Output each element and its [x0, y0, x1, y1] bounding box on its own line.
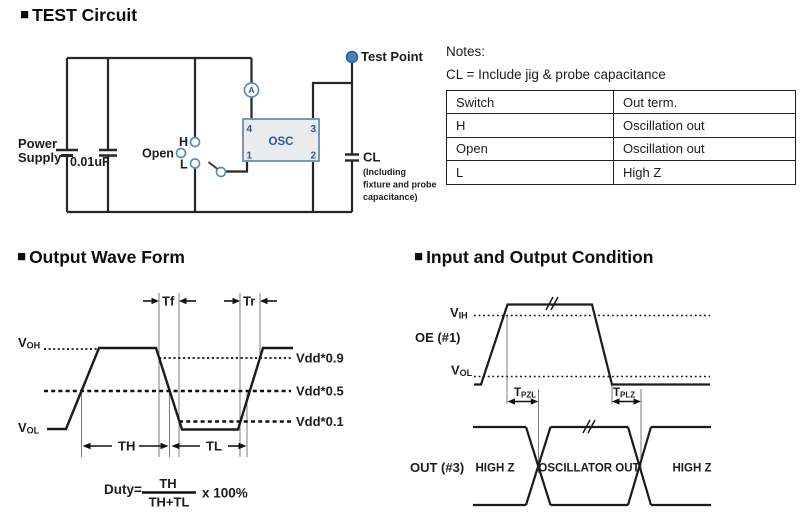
circuit-wires	[65, 56, 354, 214]
black-square-icon: ■	[20, 6, 30, 23]
notes-title: Notes:	[446, 44, 486, 59]
voh-label: VOH	[18, 335, 40, 351]
switch-contact-h	[189, 136, 201, 148]
out-bus-waveform	[473, 425, 711, 507]
cl-note-2: fixture and probe	[363, 180, 437, 190]
switch-blade	[207, 161, 218, 170]
osc-block	[242, 118, 320, 162]
section-title-text: Output Wave Form	[29, 247, 185, 267]
tpzl-arrow	[507, 398, 539, 405]
highz-left-label: HIGH Z	[476, 463, 515, 475]
vol-label: VOL	[451, 363, 473, 379]
header-switch: Switch	[446, 89, 614, 115]
black-square-icon: ■	[414, 248, 424, 265]
switch-pole	[215, 166, 227, 178]
notes-block: Notes: CL = Include jig & probe capacita…	[446, 43, 796, 185]
table-header-row: Switch Out term.	[446, 89, 796, 115]
duty-numerator: TH	[159, 476, 176, 491]
switch-contact-open	[175, 147, 187, 159]
cap-value-label: 0.01uF	[70, 155, 110, 169]
duty-prefix: Duty=	[104, 482, 142, 497]
vdd05-label: Vdd*0.5	[296, 384, 344, 399]
io-condition-diagram: TPZL TPLZ VIH VOL OE (#1) OUT (#3) HIGH …	[410, 296, 712, 507]
switch-l-label: L	[180, 158, 188, 172]
section-title-text: TEST Circuit	[32, 5, 138, 25]
vdd01-label: Vdd*0.1	[296, 414, 344, 429]
pin-4: 4	[247, 124, 253, 135]
oscillator-out-label: OSCILLATOR OUT	[538, 463, 639, 475]
notes-cl-line: CL = Include jig & probe capacitance	[446, 67, 666, 82]
vdd09-label: Vdd*0.9	[296, 351, 344, 366]
pin-2: 2	[310, 151, 316, 162]
ammeter-icon	[243, 82, 260, 98]
power-supply-label-1: Power	[18, 136, 57, 151]
oe-waveform-trace	[474, 303, 710, 386]
power-supply-symbol	[56, 148, 78, 157]
switch-contact-l	[189, 158, 201, 169]
power-supply-label-2: Supply	[18, 150, 62, 165]
vol-label: VOL	[18, 420, 40, 436]
switch-contacts	[175, 136, 227, 178]
test-point-label: Test Point	[361, 49, 424, 64]
output-waveform-diagram: Tf Tr TH TL VOH VOL Vdd*0.9 Vdd*0.5 Vdd*…	[18, 293, 344, 510]
duty-denominator: TH+TL	[149, 495, 190, 510]
test-circuit-diagram: A OSC 4 3 1 2 Test Point Power Supply 0.…	[18, 49, 437, 214]
cl-label: CL	[363, 150, 380, 165]
section-title-output-wave: ■ Output Wave Form	[17, 247, 185, 268]
bypass-capacitor-symbol	[99, 148, 117, 157]
th-label: TH	[118, 439, 135, 454]
table-row: L High Z	[446, 160, 796, 185]
test-point-dot	[345, 50, 359, 64]
pin-3: 3	[310, 124, 316, 135]
tl-label: TL	[206, 439, 222, 454]
oe-signal-label: OE (#1)	[415, 330, 461, 345]
switch-table: Switch Out term. H Oscillation out Open …	[446, 89, 796, 185]
black-square-icon: ■	[17, 248, 27, 265]
output-waveform-trace	[47, 346, 293, 431]
th-tl-arrows	[82, 442, 247, 450]
tplz-arrow	[612, 398, 641, 405]
tf-tr-arrows	[143, 297, 277, 305]
section-title-text: Input and Output Condition	[426, 247, 654, 267]
table-row: H Oscillation out	[446, 113, 796, 138]
tf-label: Tf	[162, 294, 175, 309]
cl-note-3: capacitance)	[363, 192, 418, 202]
tpzl-label: TPZL	[514, 387, 536, 400]
break-mark-out	[582, 419, 596, 434]
break-mark-oe	[545, 296, 559, 311]
cl-note-1: (Including	[363, 167, 406, 177]
vih-label: VIH	[450, 305, 468, 321]
tr-label: Tr	[243, 294, 255, 309]
tplz-label: TPLZ	[613, 387, 635, 400]
table-row: Open Oscillation out	[446, 136, 796, 162]
duty-formula: Duty= TH TH+TL x 100%	[104, 476, 248, 510]
pin-1: 1	[247, 151, 253, 162]
section-title-io-condition: ■ Input and Output Condition	[414, 247, 654, 268]
cl-capacitor-symbol	[345, 153, 359, 162]
osc-label: OSC	[269, 136, 294, 148]
out-signal-label: OUT (#3)	[410, 460, 464, 475]
section-title-test-circuit: ■ TEST Circuit	[20, 5, 137, 26]
switch-h-label: H	[179, 135, 188, 149]
switch-open-label: Open	[142, 147, 174, 161]
header-out-term: Out term.	[613, 89, 796, 115]
highz-right-label: HIGH Z	[673, 463, 712, 475]
guide-lines	[81, 293, 261, 457]
duty-suffix: x 100%	[202, 486, 248, 501]
ammeter-label: A	[248, 85, 254, 95]
